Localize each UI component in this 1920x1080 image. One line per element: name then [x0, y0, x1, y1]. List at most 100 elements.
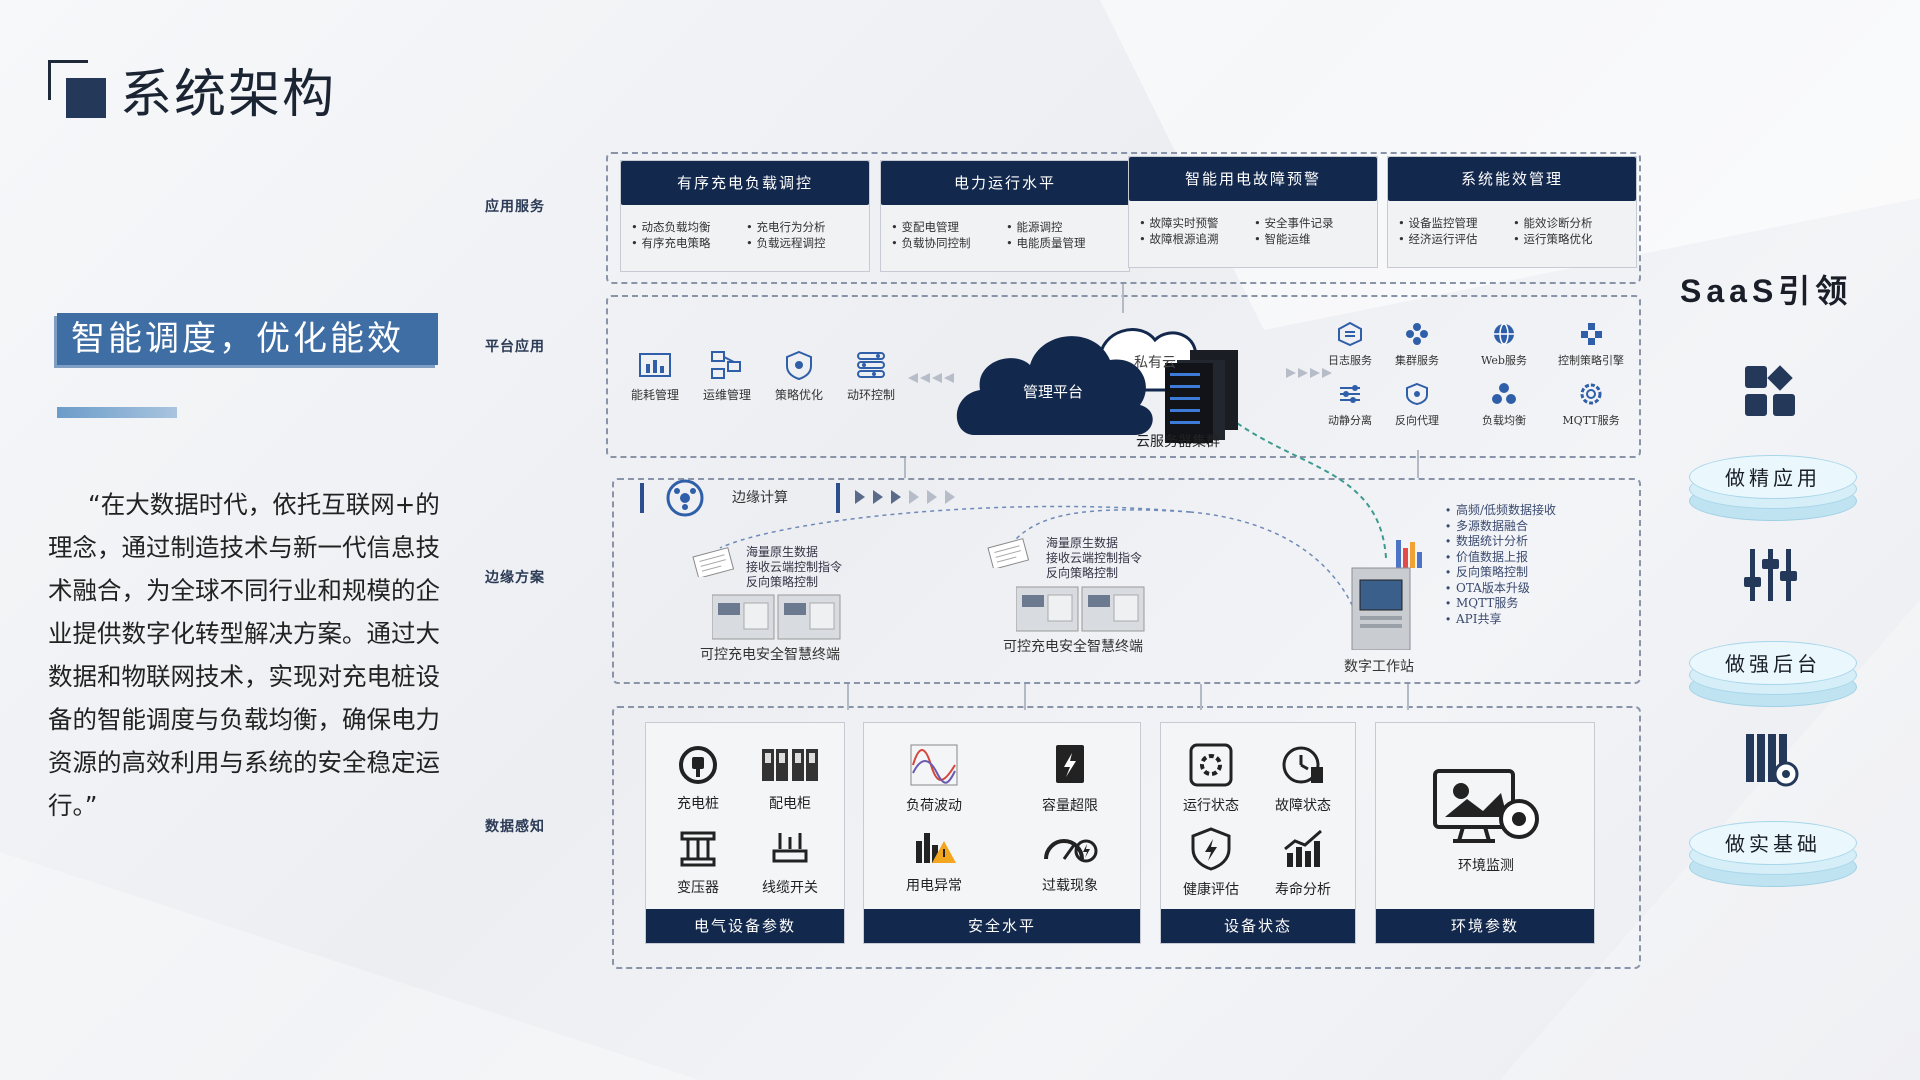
cloud-main-label: 管理平台 [1023, 383, 1084, 401]
app-card-item: 电能质量管理 [1006, 235, 1121, 251]
apps-grid-icon [1745, 365, 1795, 416]
sensing-group-footer: 安全水平 [864, 909, 1140, 943]
page-title: 系统架构 [120, 65, 337, 125]
sensing-item: 运行状态 [1171, 743, 1251, 815]
sensing-item: 过载现象 [1030, 827, 1110, 895]
sensing-group-footer: 电气设备参数 [646, 909, 844, 943]
environment-monitor-icon [1433, 769, 1539, 843]
cloud-private-label: 私有云 [1134, 355, 1176, 371]
app-card-item: 安全事件记录 [1254, 215, 1369, 231]
switchgear-icon [762, 749, 818, 781]
quote-paragraph: “在大数据时代，依托互联网+的理念，通过制造技术与新一代信息技术融合，为全球不同… [48, 490, 440, 820]
feature-item: 价值数据上报 [1456, 549, 1529, 564]
terminal-notes-1: 海量原生数据 接收云端控制指令 反向策略控制 [746, 545, 843, 589]
accent-bar [57, 407, 177, 418]
edge-layer-frame [612, 478, 1641, 684]
terminal-notes-2: 海量原生数据 接收云端控制指令 反向策略控制 [1046, 536, 1143, 580]
tier-disc-app: 做精应用 [1689, 455, 1857, 521]
edge-header-bar-right [836, 483, 840, 513]
control-panel-icon [857, 352, 885, 378]
subtitle-banner: 智能调度，优化能效 [57, 313, 438, 365]
mqtt-gear-icon [1580, 383, 1602, 405]
sensing-item: 环境监测 [1426, 767, 1546, 875]
service-proxy: 反向代理 [1377, 382, 1457, 428]
edge-arrows [855, 490, 955, 504]
running-state-icon [1189, 743, 1233, 787]
service-balance: 负载均衡 [1464, 382, 1544, 428]
sensing-item: 寿命分析 [1263, 827, 1343, 899]
feature-item: 多源数据融合 [1456, 518, 1529, 533]
log-hex-icon [1338, 322, 1362, 346]
feature-item: 数据统计分析 [1456, 534, 1529, 548]
app-card-item: 有序充电策略 [631, 235, 746, 251]
document-icon [987, 538, 1030, 568]
layer-label-edge: 边缘方案 [485, 570, 545, 586]
charging-plug-icon [679, 746, 717, 784]
sensing-group-environment: 环境监测 环境参数 [1375, 722, 1595, 944]
edge-header-label: 边缘计算 [732, 490, 788, 506]
power-anomaly-icon [916, 833, 956, 863]
app-card-item: 能源调控 [1006, 219, 1121, 235]
app-card-title: 系统能效管理 [1388, 157, 1636, 201]
service-log: 日志服务 [1310, 322, 1390, 368]
service-engine: 控制策略引擎 [1551, 322, 1631, 368]
edge-compute-icon [666, 479, 704, 517]
sensing-item: 健康评估 [1171, 827, 1251, 899]
energy-chart-icon [639, 353, 671, 377]
app-card-efficiency: 系统能效管理 设备监控管理 能效诊断分析 经济运行评估 运行策略优化 [1387, 156, 1637, 268]
sensing-group-footer: 环境参数 [1376, 909, 1594, 943]
app-card-title: 电力运行水平 [881, 161, 1129, 205]
globe-icon [1494, 323, 1514, 345]
terminal-device-2 [1016, 586, 1145, 632]
app-card-item: 变配电管理 [891, 219, 1006, 235]
layer-label-app: 应用服务 [485, 199, 545, 215]
engine-icon [1581, 323, 1602, 345]
app-card-item: 能效诊断分析 [1513, 215, 1628, 231]
app-layer-frame [606, 152, 1641, 284]
feature-item: MQTT服务 [1456, 596, 1519, 610]
app-card-fault: 智能用电故障预警 故障实时预警 安全事件记录 故障根源追溯 智能运维 [1128, 156, 1378, 268]
transformer-icon [680, 831, 716, 867]
app-card-item: 充电行为分析 [746, 219, 861, 235]
sensing-item: 线缆开关 [750, 829, 830, 897]
platform-item-env: 动环控制 [831, 350, 911, 403]
service-mqtt: MQTT服务 [1551, 382, 1631, 428]
terminal-label-2: 可控充电安全智慧终端 [1003, 639, 1143, 655]
fault-clock-icon [1282, 746, 1323, 784]
overload-gauge-icon [1044, 839, 1098, 863]
app-card-item: 负载远程调控 [746, 235, 861, 251]
title-icon [48, 60, 108, 120]
sensing-item: 故障状态 [1263, 743, 1343, 815]
app-card-item: 故障实时预警 [1139, 215, 1254, 231]
sensing-group-electrical: 充电桩 配电柜 变压器 线缆开关 电气设备参数 [645, 722, 845, 944]
proxy-shield-icon [1406, 382, 1428, 406]
app-card-charging: 有序充电负载调控 动态负载均衡 充电行为分析 有序充电策略 负载远程调控 [620, 160, 870, 272]
app-card-title: 智能用电故障预警 [1129, 157, 1377, 201]
layer-label-platform: 平台应用 [485, 339, 545, 355]
app-card-item: 设备监控管理 [1398, 215, 1513, 231]
sensing-layer-frame [612, 706, 1641, 969]
sliders-icon [1744, 549, 1797, 601]
cable-switch-icon [772, 833, 808, 863]
platform-item-ops: 运维管理 [687, 350, 767, 403]
app-card-item: 智能运维 [1254, 231, 1369, 247]
sensing-group-device: 运行状态 故障状态 健康评估 寿命分析 设备状态 [1160, 722, 1356, 944]
app-card-item: 运行策略优化 [1513, 231, 1628, 247]
sensing-item: 容量超限 [1030, 743, 1110, 815]
separation-icon [1340, 385, 1360, 403]
feature-item: API共享 [1456, 611, 1502, 626]
feature-item: OTA版本升级 [1456, 580, 1530, 595]
cluster-icon [1406, 323, 1428, 345]
service-cluster: 集群服务 [1377, 322, 1457, 368]
workstation-device [1351, 540, 1422, 650]
sensing-item: 变压器 [658, 829, 738, 897]
layer-label-sensing: 数据感知 [485, 819, 545, 835]
capacity-limit-icon [1056, 745, 1084, 783]
sensing-item: 配电柜 [750, 745, 830, 813]
lifespan-chart-icon [1284, 829, 1322, 867]
sensing-group-safety: 负荷波动 容量超限 用电异常 过载现象 安全水平 [863, 722, 1141, 944]
tier-disc-backend: 做强后台 [1689, 641, 1857, 707]
cloud-cluster-label: 云服务器集群 [1136, 434, 1220, 450]
sensing-item: 负荷波动 [894, 743, 974, 815]
